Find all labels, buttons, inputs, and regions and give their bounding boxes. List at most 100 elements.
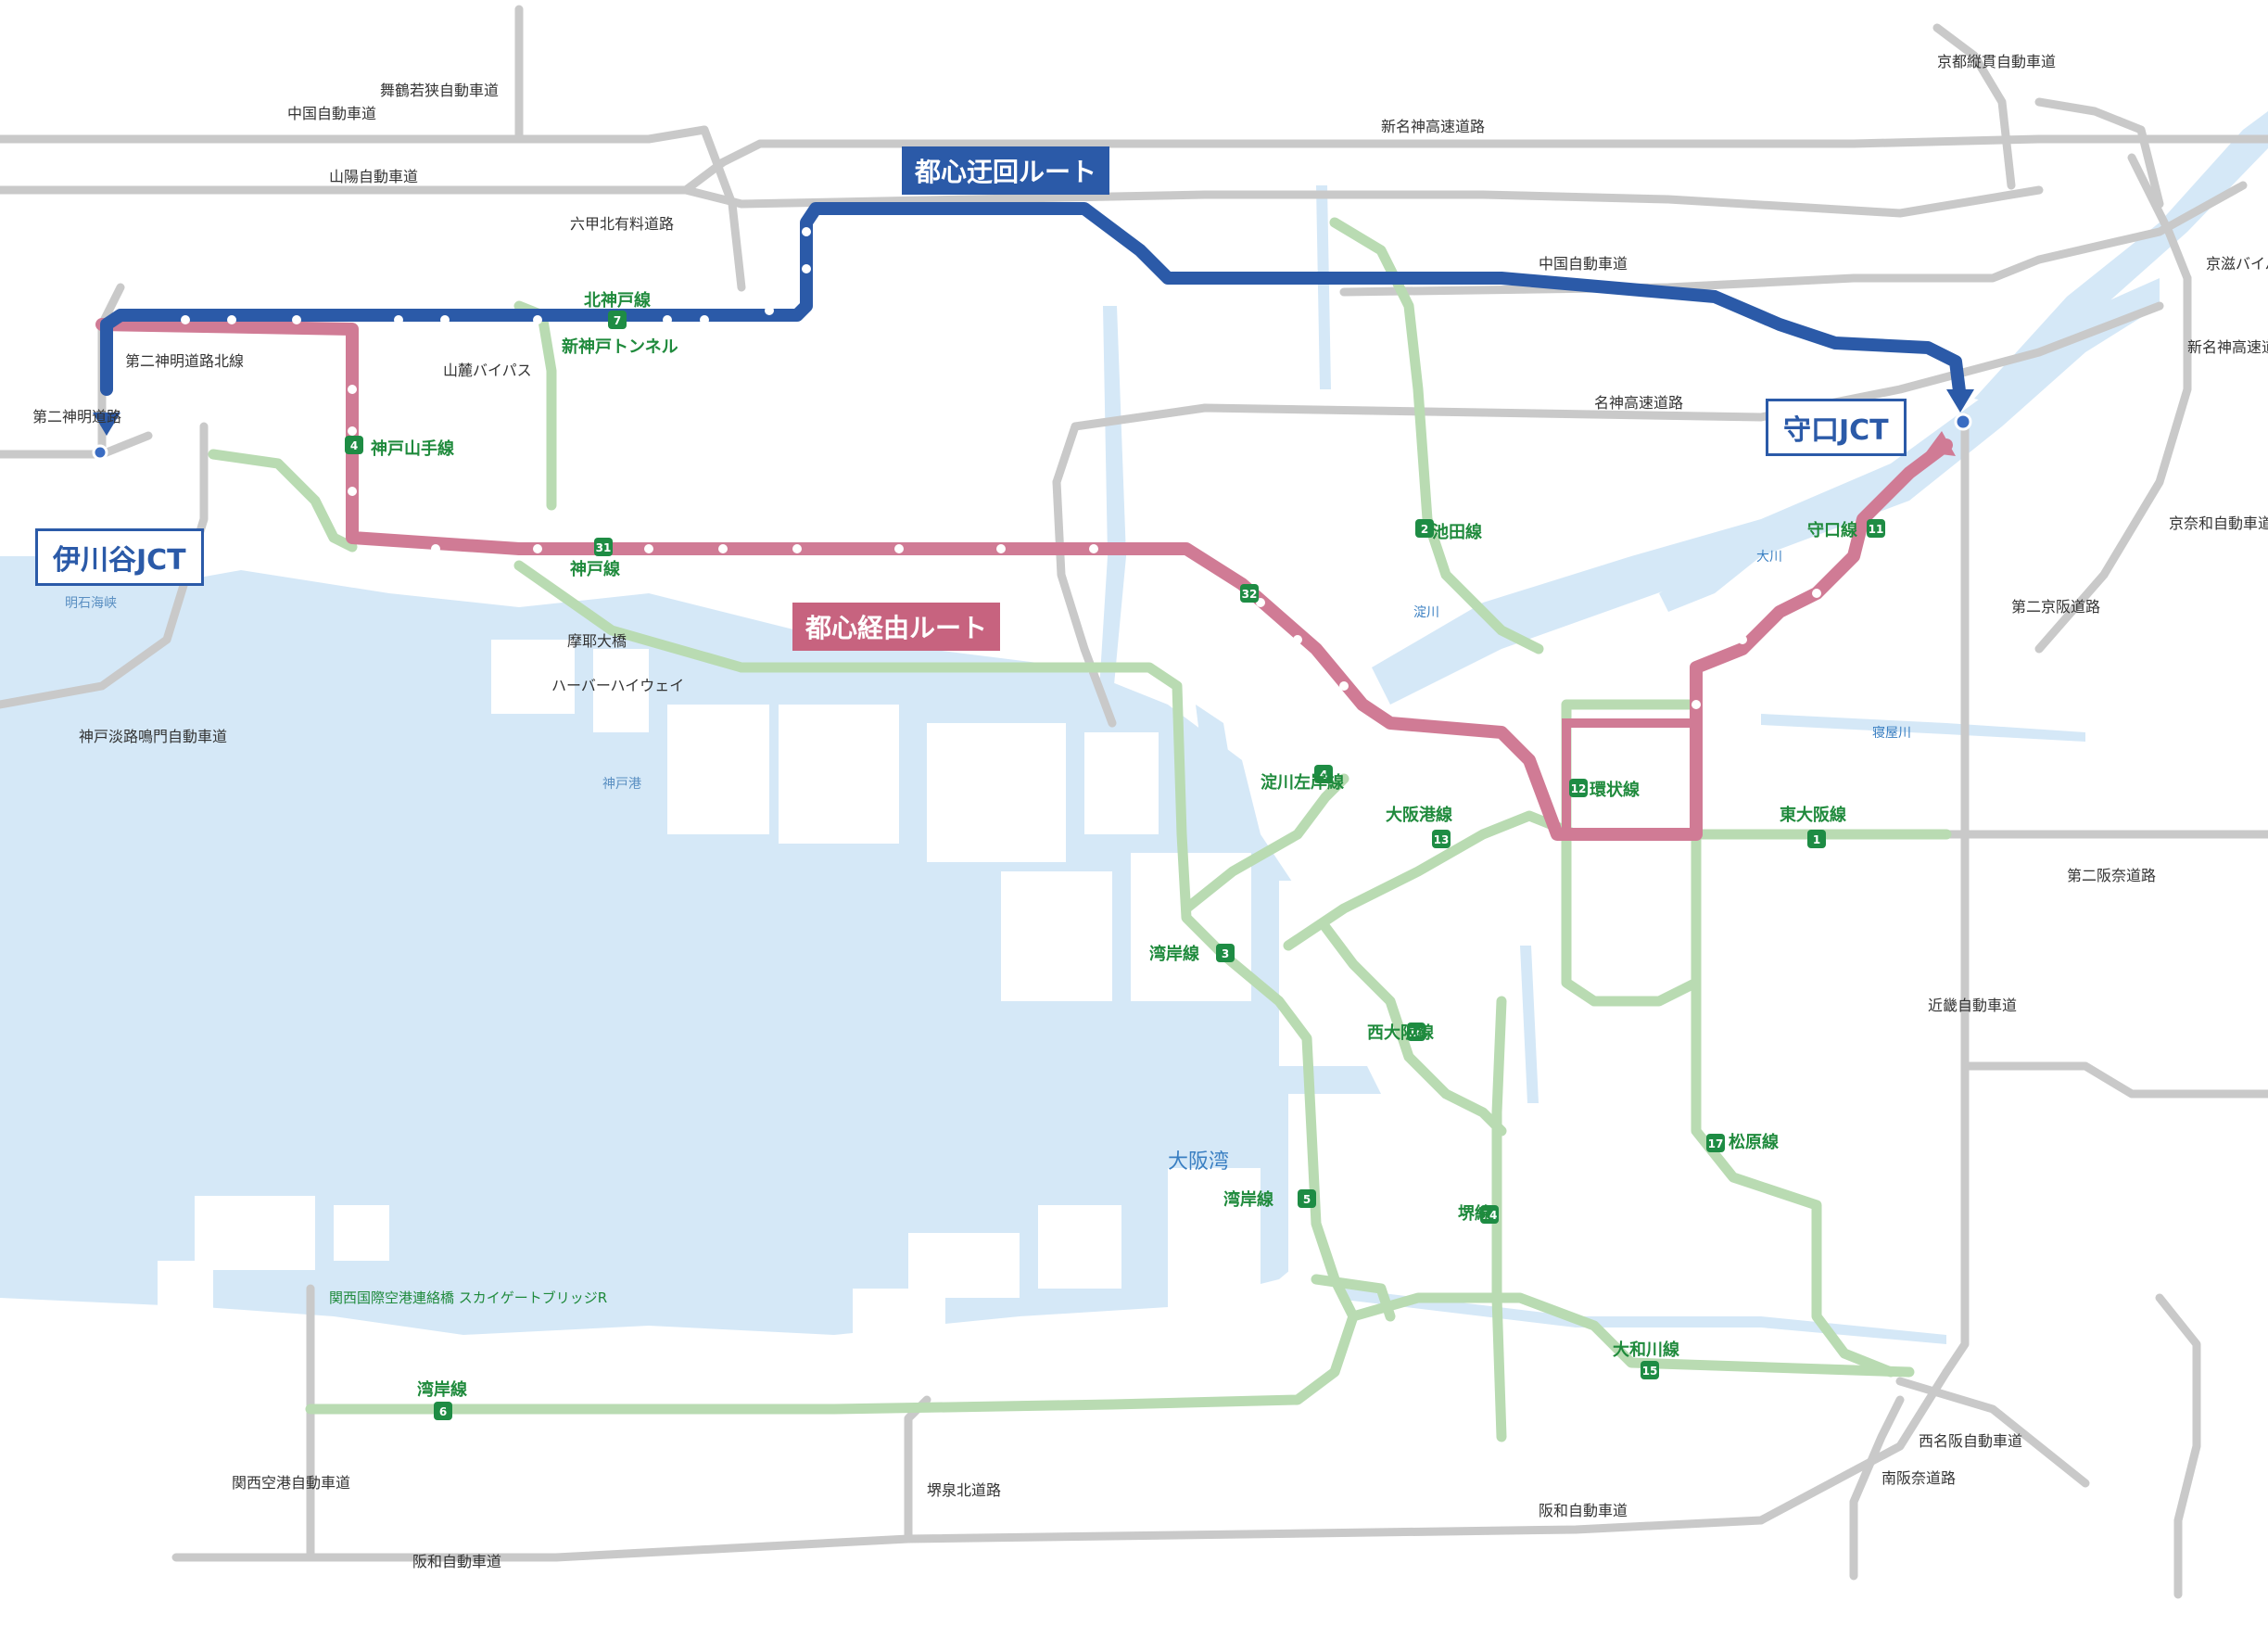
general-expressways [0,5,2268,1599]
detour-arrow-east [1946,389,1974,413]
road-osaka-south [1960,1061,2268,1099]
road-kinki [1942,413,1970,1377]
detour-arrow-west [93,413,120,436]
road-nishimeihan [1895,1377,2090,1488]
highway-label: 中国自動車道 [287,105,376,122]
route-label: 西大阪線 [1367,1023,1434,1043]
route-badge-number: 17 [1708,1137,1724,1150]
route-yodogawa-left [1181,773,1349,914]
road-kyoto-judan [1932,23,2016,190]
route-badges: 7 31 32 3 5 4 2 11 12 1 13 16 17 14 15 6… [345,311,1885,1420]
route-badge-number: 16 [1409,1026,1425,1039]
route-label: 守口線 [1807,520,1857,540]
highway-label: 新名神高速道路 [2187,338,2268,356]
place-labels: 明石海峡 大阪湾 神戸港 淀川 大川 寝屋川 六甲北有料道路 山麓バイパス 摩耶… [65,215,1911,1306]
route-badge-number: 11 [1869,523,1884,536]
route-badge: 16 [1407,1023,1425,1041]
road-hanwa [171,1367,1951,1562]
station-dots [181,227,1821,709]
route-badge-number: 31 [596,541,612,554]
yamato-river [1344,1289,1946,1344]
highway-label: 京奈和自動車道 [2169,514,2268,532]
route-badge: 17 [1706,1134,1725,1152]
route-badge-number: 4 [1320,769,1327,781]
other-road-label: 摩耶大橋 [567,632,627,650]
ikawadani-jct-callout: 伊川谷JCT [35,528,204,586]
okawa-river [1659,556,1761,612]
road-kyoto-north [2034,97,2164,209]
route-label: 湾岸線 [417,1379,467,1400]
route-label: 大和川線 [1613,1340,1679,1360]
highway-label: 第二神明道路 [32,408,121,426]
detour-route-ribbon: 都心迂回ルート [902,146,1110,195]
highway-label: 新名神高速道路 [1381,118,1485,135]
muko-river [1098,306,1126,705]
highway-labels: 舞鶴若狭自動車道 中国自動車道 山陽自動車道 新名神高速道路 中国自動車道 名神… [32,53,2268,1570]
route-label: 松原線 [1729,1132,1779,1152]
route-badge: 2 [1415,519,1434,538]
route-sakai [1491,996,1507,1442]
sea-label: 神戸港 [602,777,641,792]
highway-label: 阪和自動車道 [412,1553,501,1570]
highway-label: 南阪奈道路 [1882,1469,1956,1487]
route-yamatogawa [1348,1292,1915,1378]
road-hanshin-east [1052,477,1117,728]
route-label: 湾岸線 [1149,944,1199,964]
other-road-label: ハーバーハイウェイ [551,677,684,694]
ikawadani-jct-dot [92,444,108,461]
route-badge-number: 32 [1242,588,1258,601]
route-harbor-highway [513,560,747,673]
route-badge: 32 [1240,584,1259,603]
highway-label: 第二京阪道路 [2011,598,2100,616]
center-route-path [95,318,1953,841]
route-badge-number: 6 [439,1405,447,1418]
route-ring-south [1561,829,1702,1007]
route-badge-number: 14 [1482,1209,1498,1222]
highway-label: 阪和自動車道 [1539,1502,1628,1519]
route-badge: 4 [345,436,363,454]
hanshin-network [208,217,1952,1442]
highway-label: 関西空港自動車道 [232,1474,350,1492]
route-labels: 北神戸線 神戸山手線 新神戸トンネル 神戸線 湾岸線 湾岸線 淀川左岸線 池田線… [371,290,1857,1400]
road-rokko-north [700,125,746,292]
road-shinmeishin [681,185,2044,218]
route-label: 堺線 [1458,1203,1491,1224]
route-badge-number: 7 [614,314,621,327]
road-daini-keihan [2034,273,2192,654]
route-label: 神戸線 [570,559,620,579]
highway-label: 神戸淡路鳴門自動車道 [79,728,227,745]
route-shinkobe-tunnel [513,300,557,511]
route-badge-number: 3 [1222,947,1229,960]
route-label: 新神戸トンネル [562,337,678,357]
route-wangan-4-south [305,1311,1359,1415]
other-road-label: 関西国際空港連絡橋 スカイゲートブリッジR [329,1289,607,1306]
route-label: 東大阪線 [1780,805,1846,825]
route-badge: 11 [1867,519,1885,538]
road-chugoku-west [0,125,709,144]
route-badge: 6 [434,1402,452,1420]
highway-label: 西名阪自動車道 [1919,1432,2022,1450]
ring-route-pink [1562,718,1696,834]
kizu-river [1520,946,1539,1103]
upper-yodo [1974,111,2268,408]
route-matsubara [1691,829,1896,1378]
route-label: 湾岸線 [1223,1189,1273,1210]
sea-label: 寝屋川 [1872,725,1911,741]
route-ikeda [1329,217,1544,654]
route-badge-number: 15 [1642,1365,1658,1378]
road-kyonawa [2155,1293,2201,1599]
route-badge-number: 2 [1421,523,1428,536]
sea-label: 大川 [1756,550,1782,565]
route-badge: 4 [1314,765,1333,783]
route-badge: 1 [1807,830,1826,848]
yodo-river [1372,278,2160,705]
route-badge: 15 [1641,1361,1659,1379]
highway-label: 山陽自動車道 [329,168,418,185]
road-keiji-bypass [2127,153,2192,283]
highway-label: 京都縦貫自動車道 [1937,53,2056,70]
route-badge-number: 12 [1571,782,1587,795]
route-badge: 5 [1298,1189,1316,1208]
neyagawa-river [1761,714,2085,742]
ina-river [1316,185,1331,389]
road-minami-hanna [1849,1395,1905,1581]
